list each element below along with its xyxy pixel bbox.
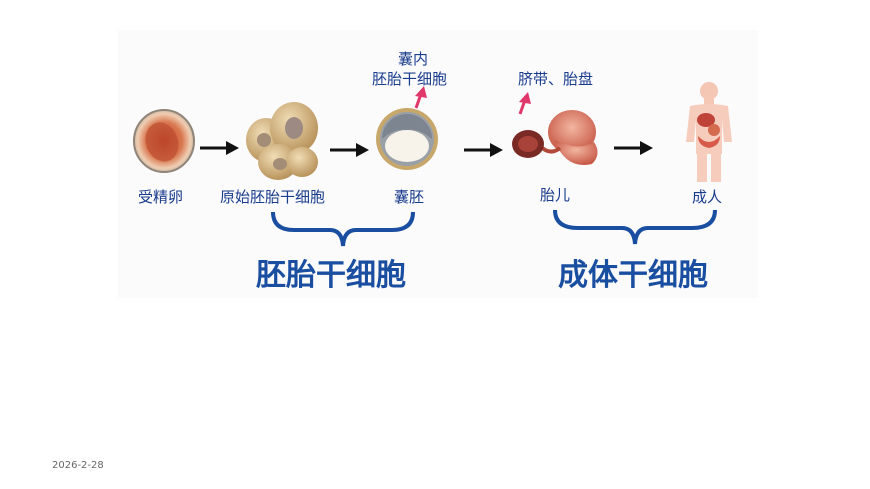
brace-icon bbox=[271, 211, 415, 247]
callout-umbilical: 脐带、胎盘 bbox=[518, 70, 594, 88]
fetus-icon bbox=[512, 110, 598, 165]
stage-label-adult: 成人 bbox=[692, 188, 723, 206]
brace-icon bbox=[553, 209, 717, 245]
stage-label-zygote: 受精卵 bbox=[138, 188, 184, 206]
arrow-icon bbox=[330, 143, 369, 157]
callout-inner-mass-line1: 囊内 bbox=[398, 50, 429, 68]
footer-date: 2026-2-28 bbox=[52, 460, 104, 471]
human-body-icon bbox=[686, 82, 732, 182]
diagram-panel bbox=[118, 30, 758, 298]
stage-label-fetus: 胎儿 bbox=[540, 186, 571, 204]
arrow-icon bbox=[614, 141, 653, 155]
stage-label-primitive-esc: 原始胚胎干细胞 bbox=[220, 188, 326, 206]
group-label-adult: 成体干细胞 bbox=[558, 258, 708, 293]
callout-arrow-icon bbox=[518, 92, 531, 115]
cell-cluster-icon bbox=[246, 102, 318, 180]
arrow-icon bbox=[200, 141, 239, 155]
callout-inner-mass-line2: 胚胎干细胞 bbox=[372, 70, 448, 88]
fertilized-egg-icon bbox=[133, 109, 195, 173]
stage-label-blastocyst: 囊胚 bbox=[394, 188, 425, 206]
arrow-icon bbox=[464, 143, 503, 157]
blastocyst-icon bbox=[376, 108, 438, 170]
group-label-embryonic: 胚胎干细胞 bbox=[256, 258, 406, 293]
callout-arrow-icon bbox=[414, 86, 427, 109]
